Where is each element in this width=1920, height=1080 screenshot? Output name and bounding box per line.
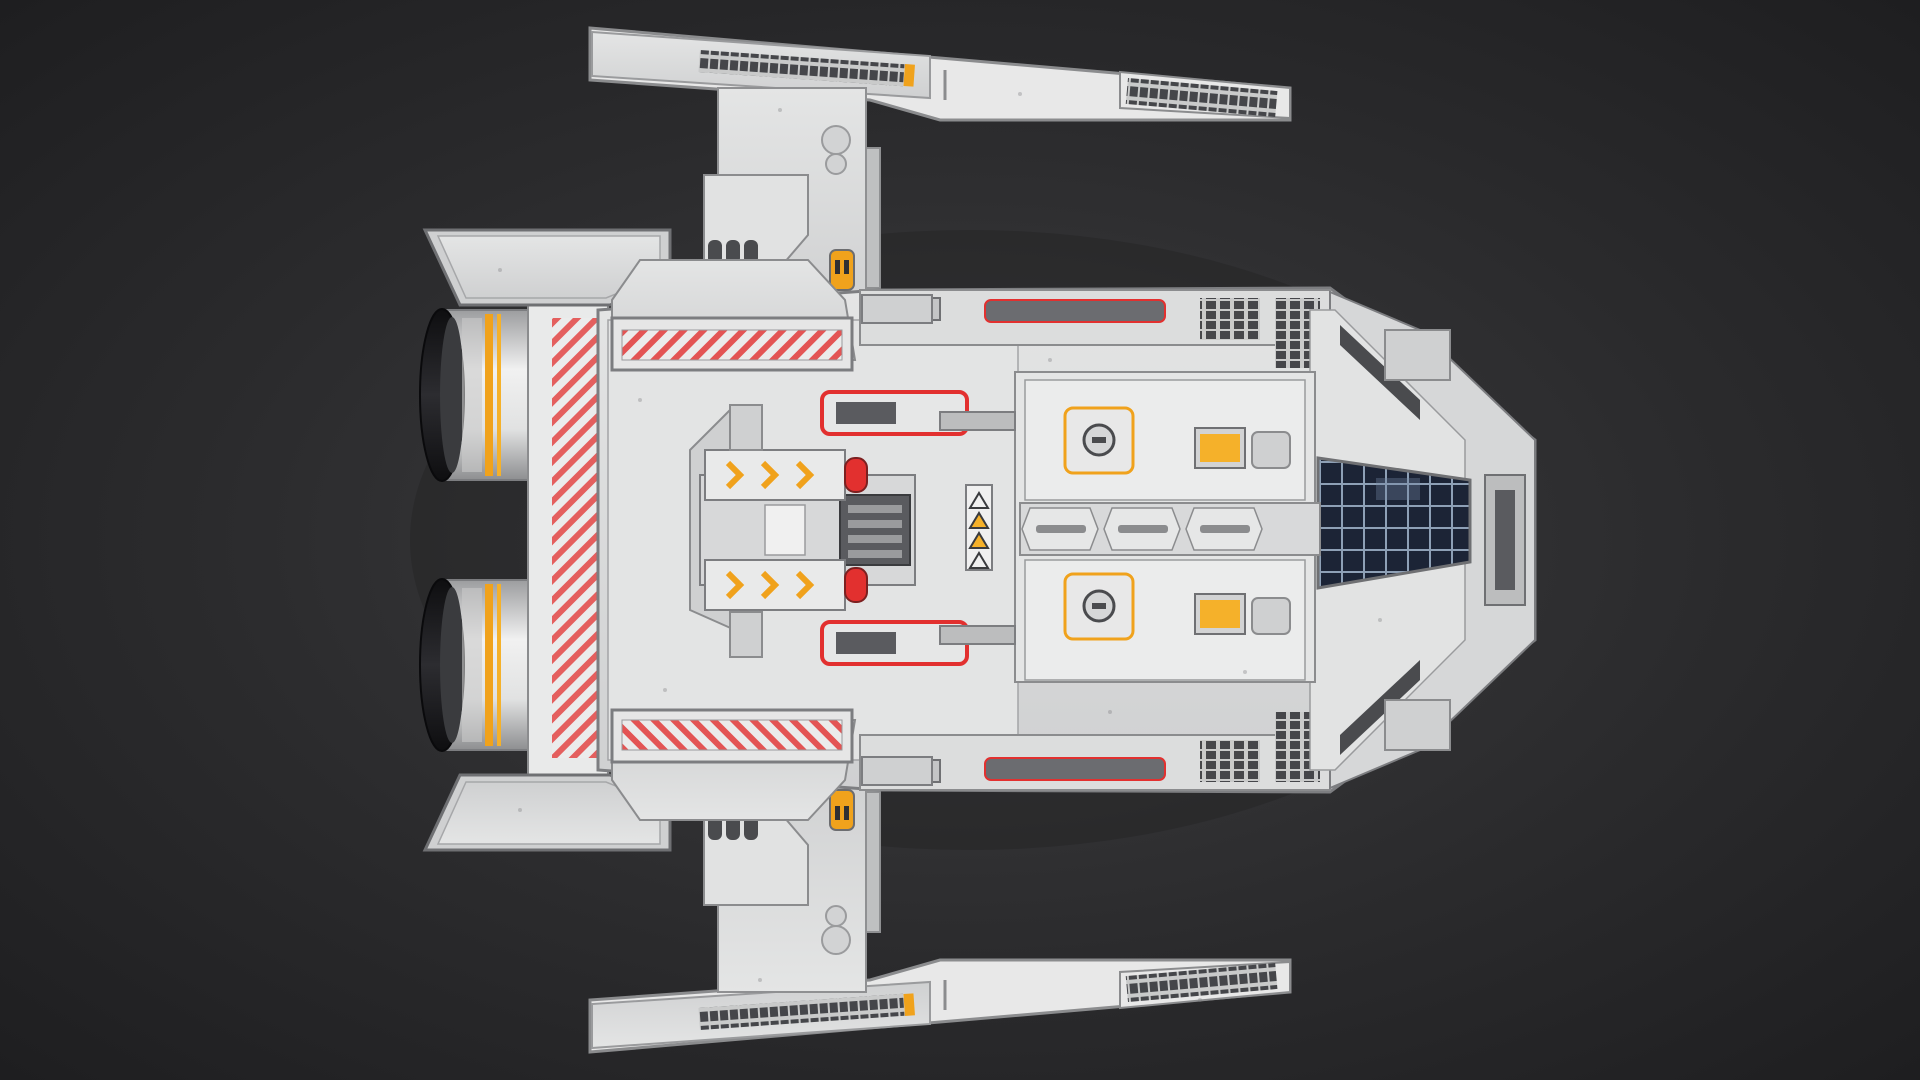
- lower-chevron-panel: [704, 559, 868, 611]
- upper-engine: [419, 308, 541, 482]
- lower-light-module: [1194, 593, 1291, 635]
- upper-light-module: [1194, 427, 1291, 469]
- warning-triangle-strip: [965, 484, 993, 571]
- lower-engine: [419, 578, 541, 752]
- upper-chevron-panel: [704, 449, 868, 501]
